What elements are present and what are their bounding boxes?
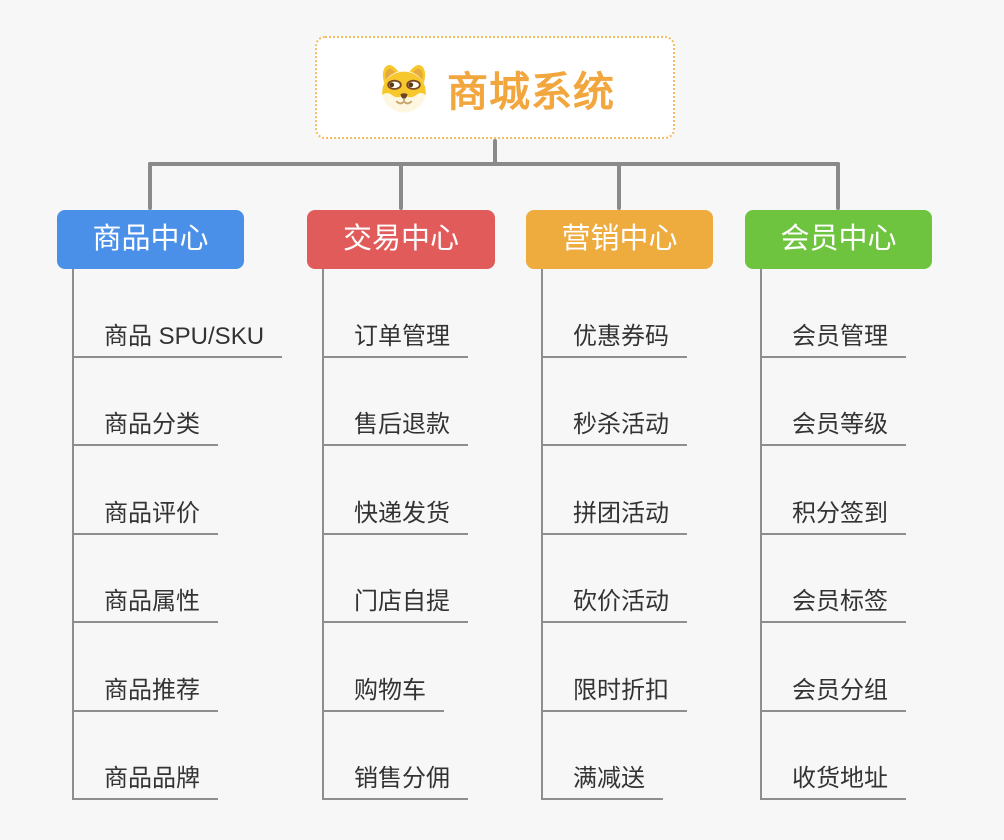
leaf-row: 商品评价 (74, 446, 282, 535)
leaf-topic[interactable]: 购物车 (324, 670, 444, 712)
leaf-row: 门店自提 (324, 535, 468, 623)
leaf-topic[interactable]: 商品分类 (74, 404, 218, 446)
leaf-topic[interactable]: 砍价活动 (543, 581, 687, 623)
branch-marketing-center[interactable]: 营销中心 (526, 210, 713, 269)
leaf-topic[interactable]: 会员等级 (762, 404, 906, 446)
leaf-topic[interactable]: 积分签到 (762, 493, 906, 535)
leaf-row: 砍价活动 (543, 535, 687, 623)
leaf-row: 商品分类 (74, 358, 282, 446)
leaf-topic[interactable]: 会员分组 (762, 670, 906, 712)
connector-drop-trade (399, 162, 403, 210)
leaf-row: 商品 SPU/SKU (74, 269, 283, 358)
leaf-topic[interactable]: 收货地址 (762, 758, 906, 800)
leaf-topic[interactable]: 商品 SPU/SKU (74, 316, 283, 358)
leaf-row: 会员管理 (762, 269, 906, 358)
branch-member-center[interactable]: 会员中心 (745, 210, 932, 269)
leaf-row: 收货地址 (762, 712, 906, 800)
leaf-row: 商品推荐 (74, 623, 282, 712)
leaf-topic[interactable]: 满减送 (543, 758, 663, 800)
leaf-topic[interactable]: 商品品牌 (74, 758, 218, 800)
leaf-topic[interactable]: 快递发货 (324, 493, 468, 535)
leaf-topic[interactable]: 销售分佣 (324, 758, 468, 800)
leaf-topic[interactable]: 售后退款 (324, 404, 468, 446)
leaf-topic[interactable]: 会员管理 (762, 316, 906, 358)
leaf-row: 拼团活动 (543, 446, 687, 535)
leaf-row: 快递发货 (324, 446, 468, 535)
leaf-topic[interactable]: 优惠券码 (543, 316, 687, 358)
leaf-topic[interactable]: 订单管理 (324, 316, 468, 358)
branch-product-center[interactable]: 商品中心 (57, 210, 244, 269)
leaf-row: 限时折扣 (543, 623, 687, 712)
leaf-topic[interactable]: 商品属性 (74, 581, 218, 623)
root-topic[interactable]: 商城系统 (315, 36, 675, 139)
leaf-row: 售后退款 (324, 358, 468, 446)
leaf-row: 会员等级 (762, 358, 906, 446)
leaf-column-member: 会员管理 会员等级 积分签到 会员标签 会员分组 收货地址 (760, 269, 906, 800)
leaf-row: 会员标签 (762, 535, 906, 623)
connector-drop-product (148, 162, 152, 210)
leaf-topic[interactable]: 会员标签 (762, 581, 906, 623)
leaf-column-trade: 订单管理 售后退款 快递发货 门店自提 购物车 销售分佣 (322, 269, 468, 800)
dog-face-icon (382, 64, 426, 112)
leaf-row: 商品品牌 (74, 712, 282, 800)
connector-root-stub (493, 139, 497, 164)
leaf-topic[interactable]: 商品评价 (74, 493, 218, 535)
leaf-row: 购物车 (324, 623, 468, 712)
leaf-row: 秒杀活动 (543, 358, 687, 446)
leaf-row: 积分签到 (762, 446, 906, 535)
leaf-topic[interactable]: 门店自提 (324, 581, 468, 623)
leaf-row: 优惠券码 (543, 269, 687, 358)
leaf-topic[interactable]: 限时折扣 (543, 670, 687, 712)
leaf-row: 订单管理 (324, 269, 468, 358)
leaf-row: 满减送 (543, 712, 687, 800)
leaf-row: 会员分组 (762, 623, 906, 712)
leaf-column-marketing: 优惠券码 秒杀活动 拼团活动 砍价活动 限时折扣 满减送 (541, 269, 687, 800)
leaf-column-product: 商品 SPU/SKU 商品分类 商品评价 商品属性 商品推荐 商品品牌 (72, 269, 283, 800)
leaf-topic[interactable]: 商品推荐 (74, 670, 218, 712)
leaf-row: 销售分佣 (324, 712, 468, 800)
leaf-topic[interactable]: 秒杀活动 (543, 404, 687, 446)
connector-drop-marketing (617, 162, 621, 210)
leaf-row: 商品属性 (74, 535, 282, 623)
branch-trade-center[interactable]: 交易中心 (307, 210, 495, 269)
root-topic-label: 商城系统 (447, 68, 615, 115)
leaf-topic[interactable]: 拼团活动 (543, 493, 687, 535)
connector-horizontal-bar (148, 162, 840, 166)
connector-drop-member (836, 162, 840, 210)
